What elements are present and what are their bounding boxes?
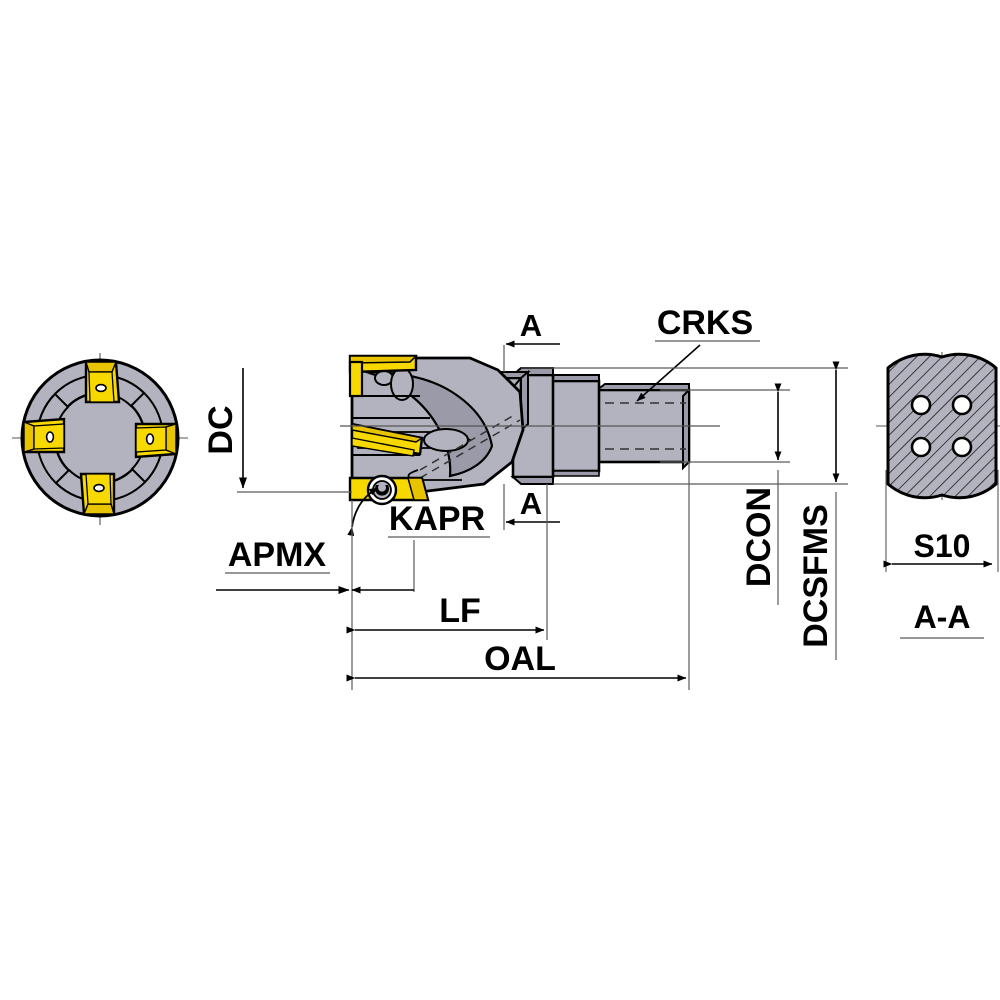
label-dcsfms: DCSFMS [797,504,835,648]
label-oal: OAL [484,640,556,678]
dimension-lf: LF [346,484,548,640]
coolant-port [423,428,469,452]
side-elevation-view [340,354,720,506]
side-insert-mid [350,422,424,457]
hidden-edges [419,413,521,479]
insert-right [134,422,178,459]
thread-top-chamfer [594,383,690,391]
section-a-a-view: S10 A-A [876,352,1000,639]
section-coolant-holes [910,394,973,458]
label-apmx: APMX [228,536,327,574]
lf-extension-lines [351,484,548,640]
dimension-apmx: APMX [216,536,350,594]
label-s10: S10 [914,528,971,564]
label-section-title: A-A [914,599,971,635]
front-end-view [12,353,188,525]
oal-extension-lines [351,462,690,690]
thread-minor-diameter [590,402,686,450]
label-dcon: DCON [740,487,778,587]
insert-screw-hole [45,431,55,443]
torx-drive-icon [375,485,389,496]
insert-bottom [79,472,116,516]
section-marker-top: A [503,308,560,372]
dimension-dcon: DCON [660,383,790,605]
label-crks: CRKS [657,304,753,342]
insert-group [22,360,178,516]
side-insert-top [348,354,418,398]
label-dc: DC [202,405,240,454]
label-section-top: A [520,308,542,343]
dimension-dcsfms: DCSFMS [521,361,848,660]
dcsfms-extension-lines [521,367,848,485]
label-lf: LF [439,592,481,630]
dimension-s10: S10 [883,470,999,572]
dimension-dc: DC [202,368,352,493]
cutter-body [350,356,525,494]
insert-screw-hole [95,383,107,393]
label-kapr: KAPR [389,500,485,538]
insert-screw-hole [93,483,105,493]
label-section-bottom: A [520,486,542,521]
dimension-kapr: KAPR [347,487,490,538]
kapr-angle-arc [347,487,379,537]
insert-screw-hole [145,433,155,445]
dcon-extension-lines [660,389,790,463]
dimension-oal: OAL [346,462,690,690]
section-marker-bottom: A [503,484,560,530]
insert-top [84,360,121,404]
callout-crks: CRKS [636,304,760,402]
section-outline [886,352,998,500]
insert-left [22,417,66,454]
flute-sweep-upper [365,370,494,478]
crks-leader-line [636,344,701,402]
insert-top-flank [348,360,364,398]
